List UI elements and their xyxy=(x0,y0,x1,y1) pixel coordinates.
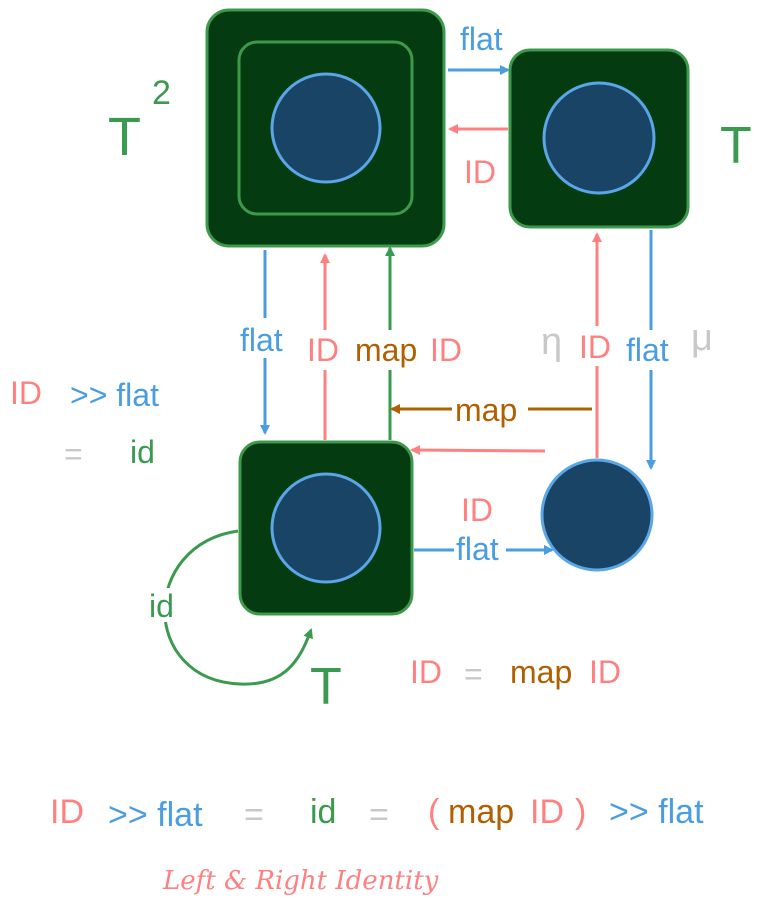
id-loop-arrow xyxy=(163,529,313,686)
eq-bottom-then-flat-2: >> flat xyxy=(609,793,704,831)
eq-left-id: ID xyxy=(10,375,42,411)
t-squared-node xyxy=(205,8,446,248)
t-bottom-value-circle xyxy=(270,472,382,584)
eq-right-id: ID xyxy=(410,654,442,690)
eq-right-map-id: ID xyxy=(589,654,621,690)
eq-right-equals: = xyxy=(464,656,483,692)
eq-bottom-map: map xyxy=(448,793,514,831)
eq-bottom-map-id: ID xyxy=(530,793,564,831)
id-label-bottom-arrow: ID xyxy=(461,492,493,528)
t-bottom-node xyxy=(238,440,414,616)
eq-bottom-id: ID xyxy=(50,793,84,831)
id-label-top: ID xyxy=(464,154,496,190)
plain-value-circle xyxy=(540,458,654,572)
caption: Left & Right Identity xyxy=(162,866,439,896)
t-right-value-circle xyxy=(542,81,656,195)
flat-label-left: flat xyxy=(240,322,283,358)
t-bottom-label: T xyxy=(310,658,342,716)
eq-bottom-lparen: ( xyxy=(428,793,440,831)
flat-label-bottom-arrow: flat xyxy=(456,531,499,567)
flat-label-top: flat xyxy=(460,21,503,57)
id-label-mid-2: ID xyxy=(430,332,462,368)
map-label-mid: map xyxy=(355,332,417,368)
left-identity-equation: ID >> flat = id xyxy=(10,375,159,472)
right-identity-equation: ID = map ID xyxy=(410,654,621,692)
eq-bottom-then-flat: >> flat xyxy=(108,796,203,834)
eta-label: η xyxy=(541,321,562,363)
eq-bottom-equals-2: = xyxy=(369,796,389,834)
eq-left-equals: = xyxy=(64,436,83,472)
id-arrow-horizontal xyxy=(410,445,546,456)
t-right-label: T xyxy=(720,117,752,175)
id-label-mid: ID xyxy=(307,332,339,368)
mu-label: μ xyxy=(691,317,713,359)
eq-left-result: id xyxy=(130,434,155,470)
eq-bottom-id-small: id xyxy=(310,793,336,831)
eq-right-map: map xyxy=(510,654,572,690)
t-squared-value-circle xyxy=(270,72,382,184)
eq-bottom-equals-1: = xyxy=(244,796,264,834)
t-squared-exponent: 2 xyxy=(152,74,171,112)
combined-identity-equation: ID >> flat = id = ( map ID ) >> flat xyxy=(50,793,704,834)
t-squared-label: T xyxy=(108,107,141,167)
t-squared-inner-box xyxy=(237,40,414,216)
id-loop-label: id xyxy=(149,588,174,624)
flat-label-right: flat xyxy=(626,332,669,368)
eq-left-then-flat: >> flat xyxy=(70,377,159,413)
map-label-horizontal: map xyxy=(455,392,517,428)
eq-bottom-rparen: ) xyxy=(575,793,586,831)
id-label-right: ID xyxy=(579,329,611,365)
t-right-node xyxy=(508,48,690,229)
